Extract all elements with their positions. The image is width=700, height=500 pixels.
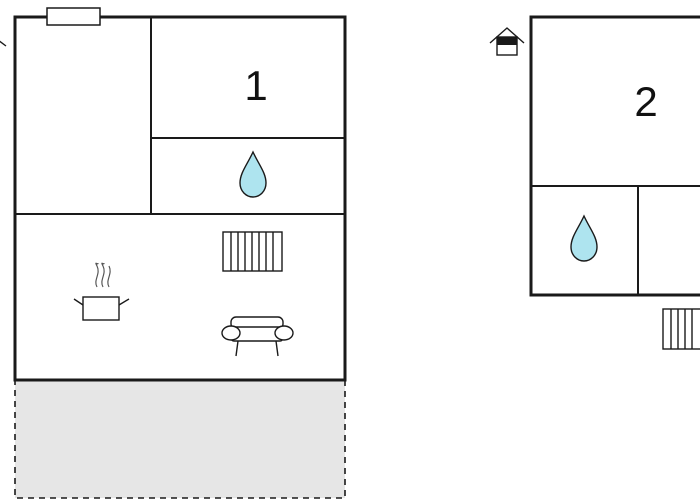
left-unit-outline xyxy=(13,15,347,382)
right-unit-outline xyxy=(529,15,700,297)
window-icon xyxy=(46,7,101,26)
sofa-icon xyxy=(221,316,294,357)
terrace-area xyxy=(14,379,346,499)
room-label-2: 2 xyxy=(634,78,657,125)
water-drop-icon xyxy=(570,214,598,262)
house-icon-left xyxy=(0,40,7,47)
house-icon xyxy=(489,27,525,56)
cooking-pot-icon xyxy=(73,262,130,321)
radiator-icon xyxy=(662,308,700,350)
water-drop-icon xyxy=(239,150,267,198)
radiator-icon xyxy=(222,231,283,272)
room-label-1: 1 xyxy=(244,62,267,109)
